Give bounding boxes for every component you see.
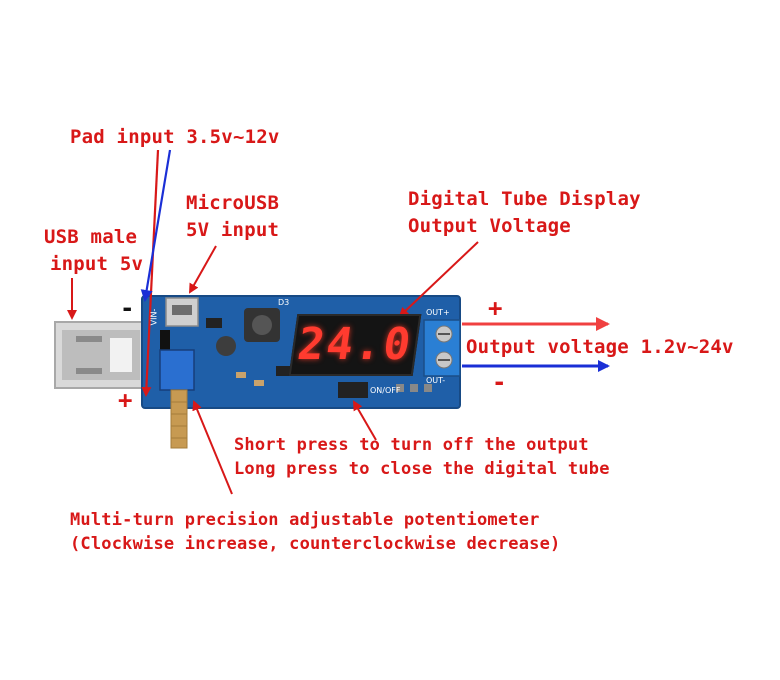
input-minus-sign: - [120, 294, 135, 322]
potentiometer-label-line2: (Clockwise increase, counterclockwise de… [70, 534, 561, 554]
usb-male-label-line2: input 5v [50, 253, 144, 275]
switch-arrow [352, 400, 377, 441]
usb-male-label-line1: USB male [44, 226, 138, 248]
display-arrow [398, 241, 479, 318]
output-minus-sign: - [492, 368, 507, 396]
capacitor [216, 336, 236, 356]
digital-tube-display: 24.0 [288, 314, 422, 376]
input-plus-sign: + [118, 386, 133, 414]
microusb-label-line1: MicroUSB [186, 192, 280, 214]
microusb-label-line2: 5V input [186, 219, 280, 241]
switch-silk: ON/OFF [370, 386, 401, 395]
potentiometer-label-line1: Multi-turn precision adjustable potentio… [70, 510, 540, 530]
potentiometer [159, 349, 195, 391]
potentiometer-arrow [192, 400, 233, 495]
pad-input-label: Pad input 3.5v~12v [70, 126, 280, 148]
usb-male-plug [54, 321, 148, 389]
potentiometer-shaft [170, 389, 188, 449]
press-label-line1: Short press to turn off the output [234, 435, 589, 455]
out-plus-silk: OUT+ [426, 308, 450, 317]
pad-negative-arrow [140, 149, 172, 302]
press-label-line2: Long press to close the digital tube [234, 459, 610, 479]
microusb-arrow [189, 245, 217, 294]
output-voltage-label: Output voltage 1.2v~24v [466, 336, 734, 358]
out-minus-silk: OUT- [426, 376, 446, 385]
display-label-line1: Digital Tube Display [408, 188, 641, 210]
on-off-switch [338, 382, 368, 398]
vin-silk: VIN- [149, 308, 159, 326]
d3-silk: D3 [278, 298, 290, 307]
display-label-line2: Output Voltage [408, 215, 571, 237]
micro-usb-port [165, 297, 199, 327]
pad-input-arrow [141, 149, 160, 397]
output-plus-sign: + [488, 294, 503, 322]
